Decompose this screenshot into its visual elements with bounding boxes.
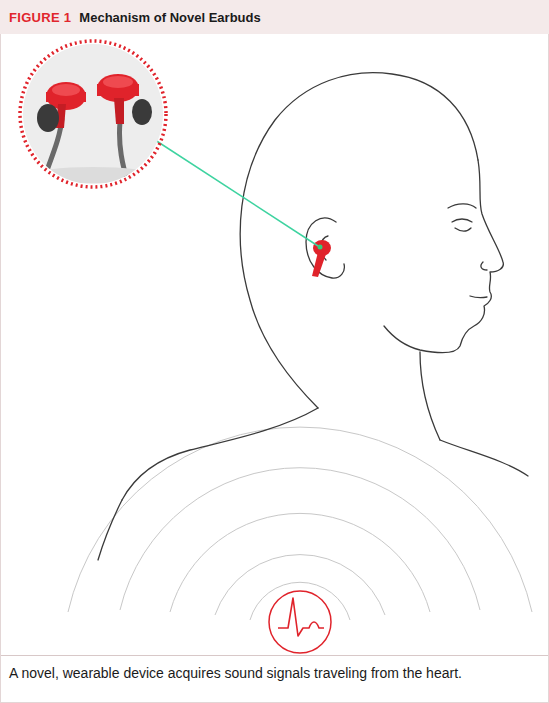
figure-title: Mechanism of Novel Earbuds (79, 10, 260, 25)
heart-signal (269, 591, 331, 653)
figure-caption: A novel, wearable device acquires sound … (9, 664, 529, 683)
earbud-photo (20, 40, 170, 190)
caption-divider (0, 655, 549, 656)
figure-header: FIGURE 1 Mechanism of Novel Earbuds (0, 0, 549, 34)
person-outline (98, 73, 528, 560)
inset-border (20, 41, 166, 187)
earbud-in-ear (312, 240, 331, 277)
figure-number: FIGURE 1 (9, 10, 71, 25)
leader-line (152, 138, 318, 246)
